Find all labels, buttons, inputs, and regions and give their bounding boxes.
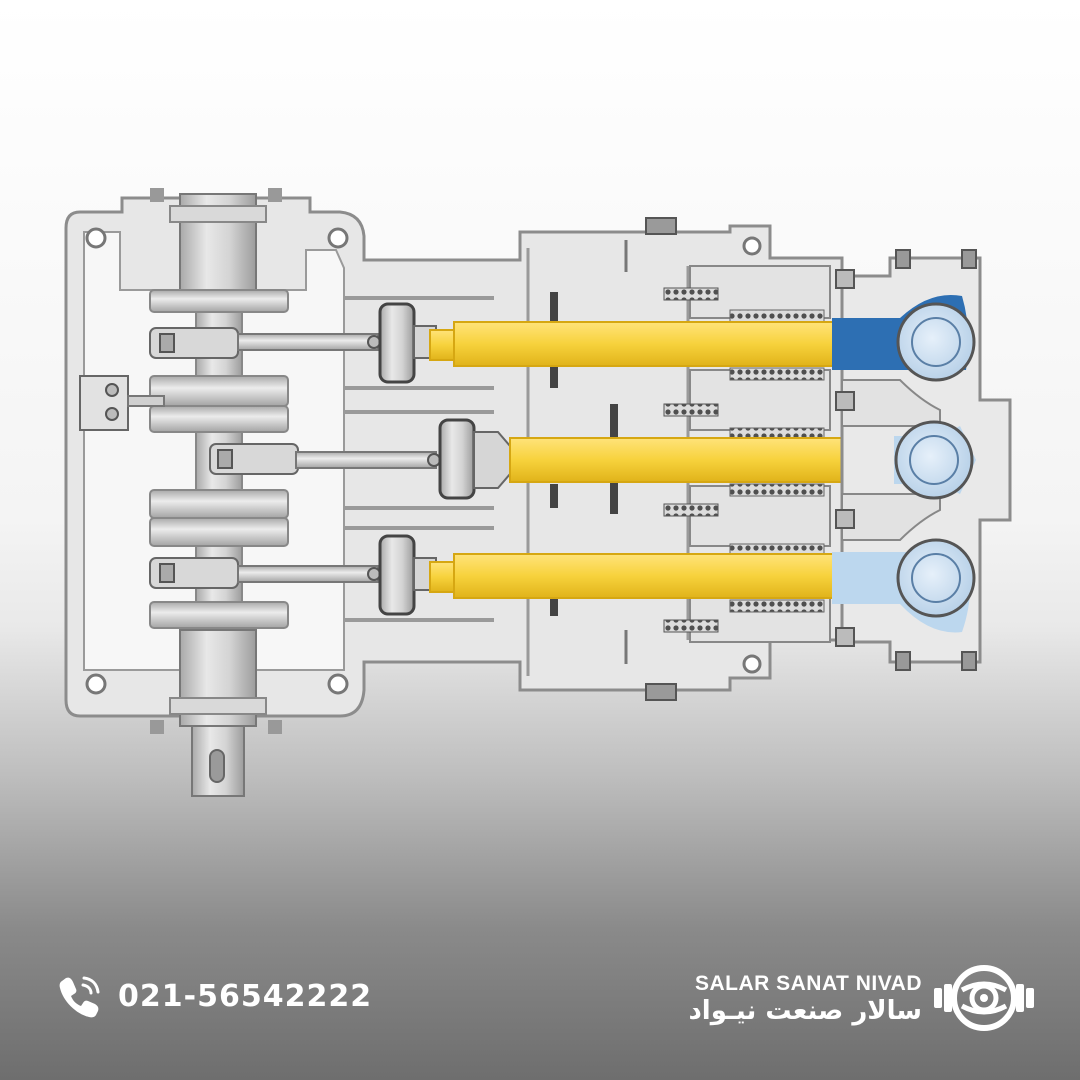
- valve-1: [896, 302, 976, 382]
- brand-name-fa: سالار صنعت نیـواد: [688, 995, 922, 1026]
- crankshaft-bottom-bearing: [150, 629, 282, 734]
- brand-name: SALAR SANAT NIVAD سالار صنعت نیـواد: [688, 973, 922, 1024]
- gear-logo-icon: [934, 965, 1034, 1031]
- brand-lockup: SALAR SANAT NIVAD سالار صنعت نیـواد: [688, 958, 1036, 1038]
- connecting-rod-3: [149, 557, 381, 589]
- bolt-hole: [85, 227, 107, 249]
- valve-3: [896, 538, 976, 618]
- packing-housing: [645, 217, 831, 701]
- plunger-2: [509, 437, 895, 483]
- phone-number: 021-56542222: [118, 978, 373, 1014]
- valve-2: [894, 420, 974, 500]
- bolt-hole: [327, 227, 349, 249]
- plunger-3: [429, 553, 835, 599]
- phone-icon: [59, 976, 100, 1018]
- input-shaft: [191, 725, 245, 797]
- connecting-rod-1: [149, 327, 381, 359]
- crankshaft-top-bearing: [150, 188, 282, 291]
- bolt-hole: [742, 236, 762, 256]
- bolt-hole: [742, 654, 762, 674]
- bolt-hole: [85, 673, 107, 695]
- contact-phone[interactable]: 021-56542222: [56, 968, 372, 1024]
- plunger-1: [429, 321, 835, 367]
- brand-name-en: SALAR SANAT NIVAD: [694, 971, 922, 995]
- bolt-hole: [327, 673, 349, 695]
